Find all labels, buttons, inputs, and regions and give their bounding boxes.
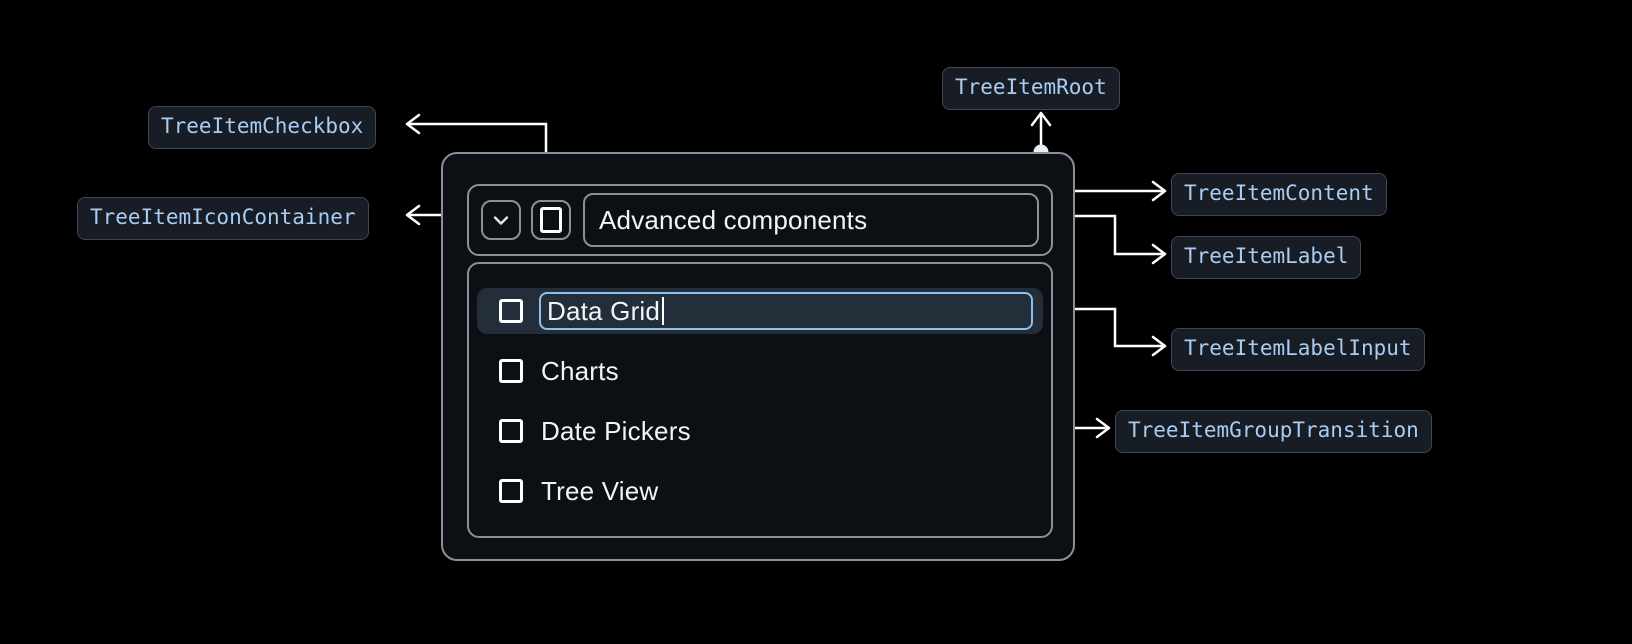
arrowhead-group-transition xyxy=(1095,417,1111,439)
tree-item-row-data-grid[interactable]: Data Grid xyxy=(477,288,1043,334)
tree-item-row-date-pickers[interactable]: Date Pickers xyxy=(477,408,1043,454)
arrowhead-checkbox xyxy=(405,113,421,135)
annotation-tree-item-label-input: TreeItemLabelInput xyxy=(1171,328,1425,371)
arrowhead-icon-container xyxy=(405,204,421,226)
tree-item-label[interactable]: Tree View xyxy=(541,475,659,506)
tree-item-checkbox[interactable] xyxy=(499,359,523,383)
tree-item-row-tree-view[interactable]: Tree View xyxy=(477,468,1043,514)
annotation-tree-item-group-transition: TreeItemGroupTransition xyxy=(1115,410,1432,453)
annotation-tree-item-label: TreeItemLabel xyxy=(1171,236,1362,279)
tree-item-label-text: Advanced components xyxy=(599,204,868,235)
tree-item-checkbox[interactable] xyxy=(499,299,523,323)
tree-item-root[interactable]: Advanced components Data Grid Charts Dat… xyxy=(441,152,1075,561)
checkbox-square-icon xyxy=(540,207,562,233)
arrowhead-label-input xyxy=(1151,335,1167,357)
tree-item-label-input[interactable]: Data Grid xyxy=(539,292,1033,330)
tree-item-checkbox[interactable] xyxy=(531,200,571,240)
annotation-tree-item-root: TreeItemRoot xyxy=(942,67,1120,110)
arrowhead-label xyxy=(1151,243,1167,265)
arrowhead-content xyxy=(1151,180,1167,202)
tree-item-group-transition: Data Grid Charts Date Pickers Tree View xyxy=(467,262,1053,538)
tree-item-checkbox[interactable] xyxy=(499,479,523,503)
chevron-down-icon xyxy=(493,216,509,225)
annotation-tree-item-icon-container: TreeItemIconContainer xyxy=(77,197,369,240)
annotation-tree-item-checkbox: TreeItemCheckbox xyxy=(148,106,377,149)
tree-item-label-input-value: Data Grid xyxy=(547,295,661,326)
tree-item-icon-container[interactable] xyxy=(481,200,521,240)
text-caret xyxy=(662,297,665,325)
tree-item-row-charts[interactable]: Charts xyxy=(477,348,1043,394)
tree-item-content[interactable]: Advanced components xyxy=(467,184,1053,256)
tree-item-label[interactable]: Charts xyxy=(541,355,619,386)
arrowhead-root xyxy=(1030,111,1052,127)
tree-item-checkbox[interactable] xyxy=(499,419,523,443)
tree-item-label[interactable]: Advanced components xyxy=(583,193,1039,247)
tree-item-label[interactable]: Date Pickers xyxy=(541,415,691,446)
annotation-tree-item-content: TreeItemContent xyxy=(1171,173,1387,216)
